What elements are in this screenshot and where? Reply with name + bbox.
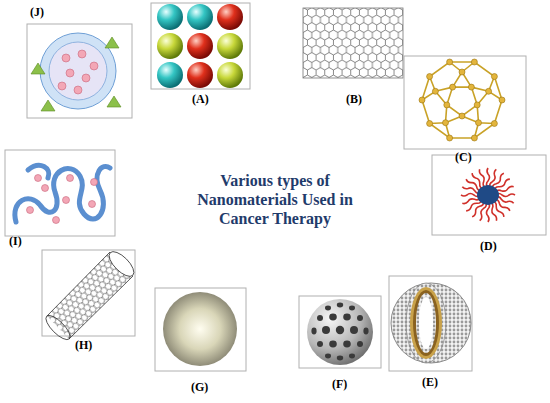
figure-label: (H) [75,339,92,352]
nanocarrier-figure [27,24,132,118]
figure-label: (C) [455,151,472,164]
quantum-dots-figure [151,3,250,89]
diagram-title: Various types of Nanomaterials Used in C… [186,171,364,229]
figure-label: (I) [9,235,22,248]
fullerene-figure [404,56,526,149]
figure-label: (A) [192,93,209,106]
figure-label: (J) [30,6,44,19]
figure-label: (E) [422,376,438,389]
graphene-figure [303,8,403,78]
nanotube-figure [40,245,140,345]
micelle-figure [432,155,546,235]
porous-sphere-figure [299,296,381,368]
figure-label: (B) [346,93,362,106]
liposome-figure [389,276,472,371]
polymer-figure [5,150,115,236]
nanoparticle-figure [155,288,246,371]
figure-label: (D) [480,240,497,253]
figure-label: (G) [191,381,208,394]
figure-label: (F) [332,378,347,391]
